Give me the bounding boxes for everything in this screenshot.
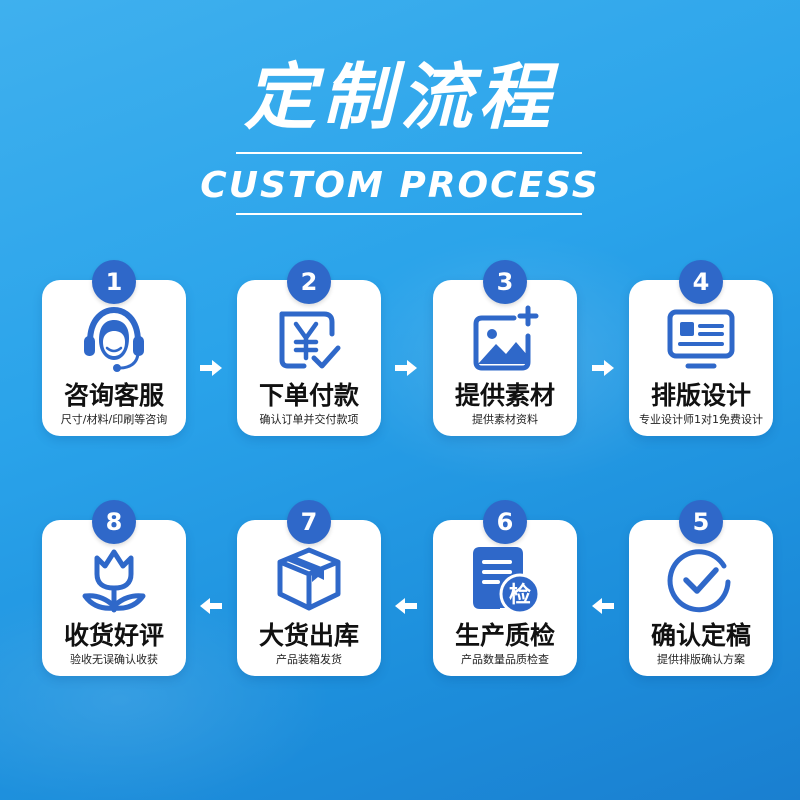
step-description: 产品数量品质检查 [461, 653, 549, 666]
step-card [237, 280, 381, 436]
step-label: 生产质检 [454, 621, 555, 650]
step-description: 产品装箱发货 [276, 653, 342, 666]
page-subtitle: CUSTOM PROCESS [200, 165, 600, 206]
arrow-right-icon [200, 360, 222, 376]
arrow-left-icon [395, 598, 417, 614]
step-label: 排版设计 [650, 381, 751, 410]
step-label: 咨询客服 [63, 381, 164, 410]
step-3: 3 提供素材 提供素材资料 [433, 260, 577, 436]
step-number-badge: 4 [679, 260, 723, 304]
step-number-badge: 7 [287, 500, 331, 544]
step-card [629, 520, 773, 676]
check-circle-icon [666, 544, 736, 614]
step-4: 4 排版设计 专业设计师1对1免费设计 [629, 260, 773, 436]
step-label: 大货出库 [258, 621, 359, 650]
step-number-badge: 2 [287, 260, 331, 304]
step-label: 收货好评 [63, 621, 164, 650]
step-number-badge: 5 [679, 500, 723, 544]
step-1: 1 咨询客服 尺寸/材料/印刷等咨询 [42, 260, 186, 436]
step-description: 提供素材资料 [472, 413, 538, 426]
flower-icon [79, 544, 149, 614]
step-description: 提供排版确认方案 [657, 653, 745, 666]
step-label: 确认定稿 [650, 621, 751, 650]
customer-service-icon [79, 304, 149, 374]
package-box-icon [274, 544, 344, 614]
step-6: 6 检 生产质检 产品数量品质检查 [433, 500, 577, 676]
step-5: 5 确认定稿 提供排版确认方案 [629, 500, 773, 676]
step-7: 7 大货出库 产品装箱发货 [237, 500, 381, 676]
page-title: 定制流程 [243, 55, 556, 139]
step-label: 下单付款 [258, 381, 359, 410]
quality-inspection-icon: 检 [470, 544, 540, 614]
title-divider-top [236, 152, 582, 154]
arrow-left-icon [200, 598, 222, 614]
step-label: 提供素材 [454, 381, 555, 410]
arrow-right-icon [395, 360, 417, 376]
inspection-badge-text: 检 [509, 582, 531, 608]
step-description: 确认订单并交付款项 [259, 413, 359, 426]
title-divider-bottom [236, 213, 582, 215]
design-monitor-icon [666, 304, 736, 374]
step-number-badge: 8 [92, 500, 136, 544]
arrow-right-icon [592, 360, 614, 376]
step-description: 尺寸/材料/印刷等咨询 [60, 413, 168, 426]
step-2: 2 下单付款 确认订单并交付款项 [237, 260, 381, 436]
step-number-badge: 6 [483, 500, 527, 544]
step-8: 8 收货好评 验收无误确认收获 [42, 500, 186, 676]
arrow-left-icon [592, 598, 614, 614]
step-number-badge: 3 [483, 260, 527, 304]
step-description: 验收无误确认收获 [70, 653, 158, 666]
payment-icon [274, 304, 344, 374]
step-description: 专业设计师1对1免费设计 [639, 413, 763, 426]
image-upload-icon [470, 304, 540, 374]
step-number-badge: 1 [92, 260, 136, 304]
